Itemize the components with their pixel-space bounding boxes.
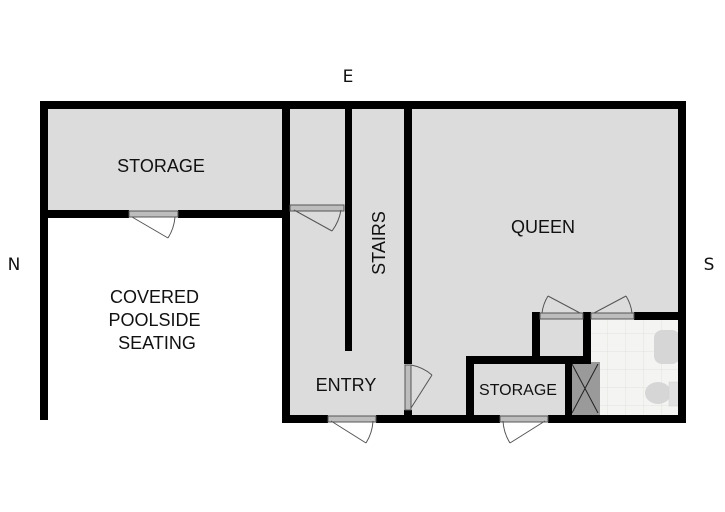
door-entry-main[interactable] (327, 415, 377, 444)
room-storage-south (470, 360, 568, 419)
walls (40, 101, 686, 423)
label-entry: ENTRY (316, 375, 377, 395)
label-storage-south: STORAGE (479, 382, 557, 399)
shower (570, 362, 600, 415)
label-line-seating: SEATING (118, 333, 196, 353)
door-storage-south[interactable] (499, 415, 549, 444)
vanity-sink-icon (654, 330, 680, 364)
compass-north: N (8, 255, 21, 275)
compass-south: S (704, 255, 715, 275)
door-closet[interactable] (539, 295, 584, 320)
door-queen[interactable] (404, 364, 433, 411)
compass-east: E (343, 67, 354, 87)
door-storage-north[interactable] (128, 210, 179, 239)
label-queen: QUEEN (511, 217, 575, 237)
label-covered-poolside-seating: COVERED POOLSIDE SEATING (108, 287, 205, 353)
label-stairs: STAIRS (369, 211, 389, 275)
label-storage-north: STORAGE (117, 156, 205, 176)
door-stairs-landing[interactable] (289, 204, 345, 232)
label-line-poolside: POOLSIDE (108, 310, 200, 330)
door-bathroom[interactable] (590, 295, 635, 320)
room-closet (537, 316, 590, 360)
label-line-covered: COVERED (110, 287, 199, 307)
room-storage-north (44, 105, 286, 213)
